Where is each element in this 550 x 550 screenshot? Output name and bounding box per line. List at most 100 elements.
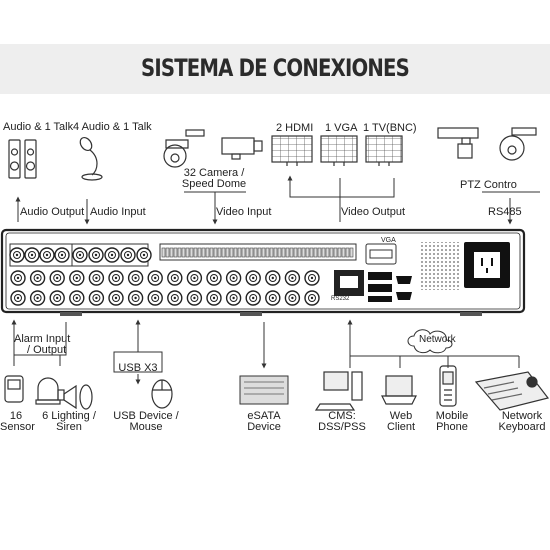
audio-bnc-connector [54, 247, 70, 263]
video-input-bnc-connector [147, 290, 163, 306]
mouse-icon [151, 379, 173, 409]
terminal-pin [329, 247, 334, 258]
video-input-bnc-connector [10, 290, 26, 306]
video-input-bnc-connector [108, 290, 124, 306]
video-input-bnc-connector [49, 270, 65, 286]
label-tv-bnc: 1 TV(BNC) [363, 122, 417, 134]
sensor-icon [4, 375, 24, 403]
video-input-bnc-connector [108, 270, 124, 286]
video-input-bnc-connector [127, 270, 144, 286]
label-sensor-line2: Sensor [0, 421, 35, 433]
terminal-pin [297, 247, 302, 258]
box-camera-icon [221, 137, 263, 160]
label-rs485: RS485 [488, 206, 522, 218]
label-lighting-line1: 6 Lighting / [42, 410, 96, 422]
video-input-bnc-connector [304, 270, 320, 286]
label-audio-input: Audio Input [90, 206, 146, 218]
label-audio-talk-1: Audio & 1 Talk [3, 121, 74, 133]
terminal-pin [177, 247, 182, 258]
terminal-pin [257, 247, 262, 258]
terminal-pin [161, 247, 166, 258]
label-vga: 1 VGA [325, 122, 358, 134]
terminal-pin [213, 247, 218, 258]
terminal-pin [285, 247, 290, 258]
terminal-pin [265, 247, 270, 258]
label-keyboard-line1: Network [501, 410, 543, 422]
computer-icon [314, 371, 363, 411]
horn-icon [57, 384, 93, 410]
speaker-icon [8, 139, 37, 179]
terminal-pin [209, 247, 214, 258]
video-input-bnc-connector [147, 270, 163, 286]
terminal-pin [201, 247, 206, 258]
terminal-pin [237, 247, 242, 258]
rs232-label: RS232 [331, 296, 350, 302]
terminal-pin [273, 247, 278, 258]
video-input-bnc-connector [88, 290, 105, 306]
audio-bnc-connector [72, 247, 88, 263]
audio-bnc-connector [136, 247, 152, 263]
terminal-pin [229, 247, 234, 258]
label-alarm-line2: / Output [27, 344, 67, 356]
terminal-pin [205, 247, 210, 258]
label-esata-line1: eSATA [247, 410, 281, 422]
terminal-pin [317, 247, 322, 258]
terminal-pin [301, 247, 306, 258]
video-input-bnc-connector [127, 290, 144, 306]
terminal-block [161, 247, 354, 258]
laptop-icon [381, 375, 417, 405]
video-input-bnc-connector [284, 290, 301, 306]
label-camera-line1: 32 Camera / [183, 167, 245, 179]
label-ptz-control: PTZ Contro [460, 179, 517, 191]
terminal-pin [337, 247, 342, 258]
terminal-pin [281, 247, 286, 258]
terminal-pin [197, 247, 202, 258]
video-input-bnc-connector [284, 270, 301, 286]
vga-port-label: VGA [381, 237, 396, 244]
label-usb-device-line2: Mouse [129, 421, 163, 433]
label-mobile-line1: Mobile [435, 410, 469, 422]
label-audio-output: Audio Output [20, 206, 85, 218]
label-cms-line2: DSS/PSS [318, 421, 366, 433]
video-input-bnc-connector [10, 270, 26, 286]
video-input-bnc-connector [245, 270, 261, 286]
terminal-pin [345, 247, 350, 258]
video-input-bnc-connector [167, 290, 183, 306]
network-cloud-icon [407, 329, 453, 354]
audio-bnc-connector [88, 247, 104, 263]
video-input-bnc-connector [265, 270, 281, 286]
label-audio-talk-4: 4 Audio & 1 Talk [73, 121, 152, 133]
terminal-pin [269, 247, 274, 258]
video-input-bnc-connector [88, 270, 105, 286]
label-hdmi: 2 HDMI [276, 122, 314, 134]
label-camera-line2: Speed Dome [181, 178, 247, 190]
terminal-pin [309, 247, 314, 258]
terminal-pin [245, 247, 250, 258]
label-video-input: Video Input [216, 206, 272, 218]
terminal-pin [289, 247, 294, 258]
label-usb-x3: USB X3 [118, 362, 158, 374]
monitor-icon [271, 135, 403, 166]
label-web-line2: Client [386, 421, 416, 433]
video-input-bnc-connector [186, 270, 203, 286]
audio-bnc-connector [24, 247, 40, 263]
video-input-bnc-connector [245, 290, 261, 306]
terminal-pin [189, 247, 194, 258]
video-input-bnc-connector [49, 290, 65, 306]
terminal-pin [261, 247, 266, 258]
dvr-rear-panel [0, 228, 526, 316]
title-banner [0, 44, 550, 94]
label-lighting-line2: Siren [56, 421, 82, 433]
terminal-pin [169, 247, 174, 258]
video-input-bnc-connector [206, 290, 222, 306]
label-usb-device-line1: USB Device / [113, 410, 179, 422]
label-mobile-line2: Phone [436, 421, 468, 433]
video-input-bnc-connector [225, 270, 242, 286]
video-input-bnc-connector [186, 290, 203, 306]
label-cms-line1: CMS: [328, 410, 356, 422]
terminal-pin [313, 247, 318, 258]
video-input-bnc-connector [167, 270, 183, 286]
terminal-pin [221, 247, 226, 258]
terminal-pin [185, 247, 190, 258]
